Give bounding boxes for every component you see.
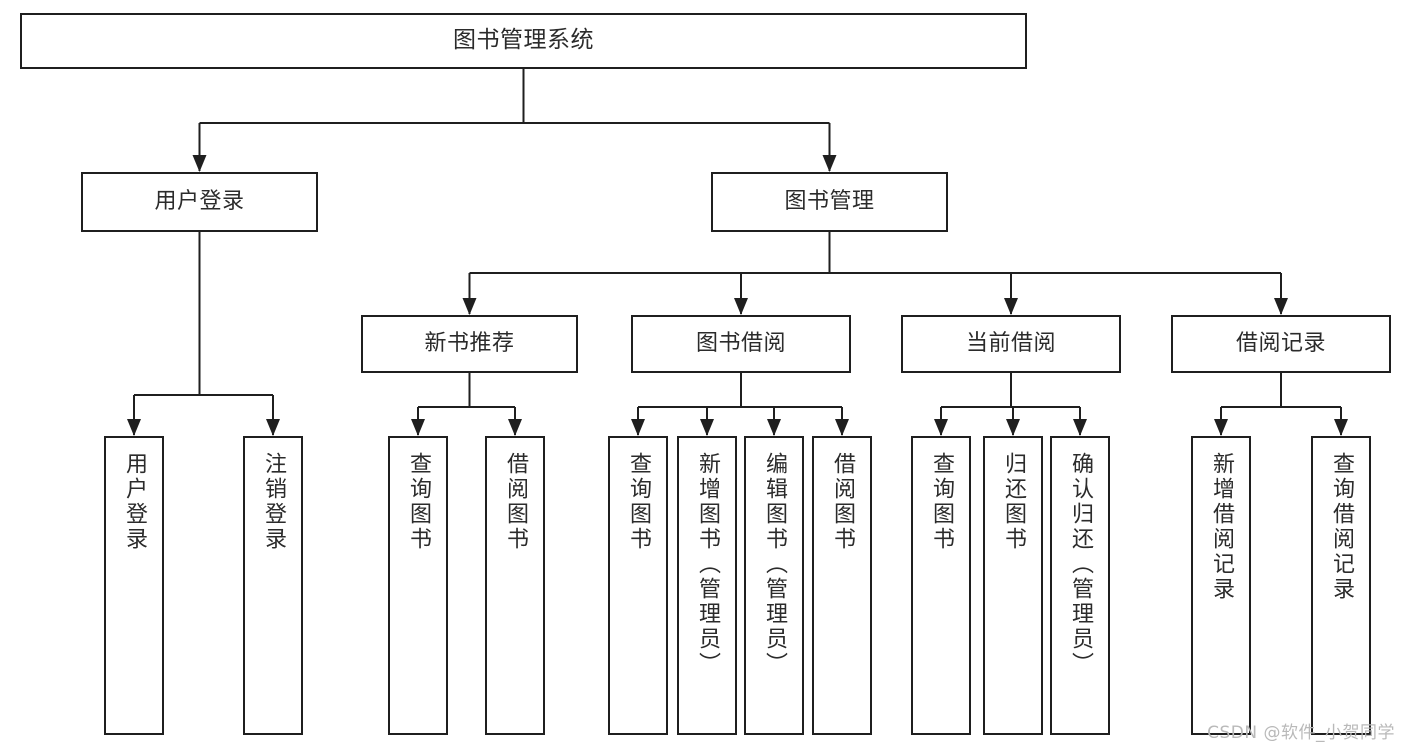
node-label: 图书管理系统	[453, 27, 594, 54]
node-book-manage[interactable]: 图书管理	[711, 172, 948, 232]
node-label: 当前借阅	[965, 331, 1056, 357]
node-new-book-rec[interactable]: 新书推荐	[361, 315, 578, 373]
node-label: 归还图书	[1001, 452, 1026, 552]
watermark-text: CSDN @软件_小贺同学	[1207, 723, 1395, 743]
node-leaf-nbr-borrow[interactable]: 借阅图书	[485, 436, 545, 735]
node-leaf-nbr-query[interactable]: 查询图书	[388, 436, 448, 735]
node-current-borrow[interactable]: 当前借阅	[901, 315, 1121, 373]
node-label: 查询图书	[929, 452, 954, 552]
node-leaf-user-logout[interactable]: 注销登录	[243, 436, 303, 735]
node-label: 新增借阅记录	[1209, 452, 1234, 602]
node-leaf-bb-edit[interactable]: 编辑图书（管理员）	[744, 436, 804, 735]
node-label: 查询图书	[626, 452, 651, 552]
node-label: 借阅图书	[830, 452, 855, 552]
node-label: 注销登录	[261, 452, 286, 552]
node-label: 借阅图书	[503, 452, 528, 552]
node-label: 用户登录	[122, 452, 147, 552]
node-label: 新增图书（管理员）	[695, 452, 720, 677]
node-label: 图书借阅	[695, 331, 786, 357]
node-leaf-br-add[interactable]: 新增借阅记录	[1191, 436, 1251, 735]
node-leaf-user-login[interactable]: 用户登录	[104, 436, 164, 735]
node-leaf-cb-return[interactable]: 归还图书	[983, 436, 1043, 735]
node-leaf-cb-confirm[interactable]: 确认归还（管理员）	[1050, 436, 1110, 735]
node-root[interactable]: 图书管理系统	[20, 13, 1027, 69]
node-user-login[interactable]: 用户登录	[81, 172, 318, 232]
node-leaf-bb-borrow[interactable]: 借阅图书	[812, 436, 872, 735]
node-label: 图书管理	[784, 189, 875, 215]
node-label: 查询借阅记录	[1329, 452, 1354, 602]
node-leaf-cb-query[interactable]: 查询图书	[911, 436, 971, 735]
node-label: 编辑图书（管理员）	[762, 452, 787, 677]
node-leaf-bb-add[interactable]: 新增图书（管理员）	[677, 436, 737, 735]
node-label: 确认归还（管理员）	[1068, 452, 1093, 677]
node-label: 查询图书	[406, 452, 431, 552]
node-book-borrow[interactable]: 图书借阅	[631, 315, 851, 373]
node-borrow-record[interactable]: 借阅记录	[1171, 315, 1391, 373]
node-leaf-br-query[interactable]: 查询借阅记录	[1311, 436, 1371, 735]
node-leaf-bb-query[interactable]: 查询图书	[608, 436, 668, 735]
node-label: 借阅记录	[1235, 331, 1326, 357]
node-label: 新书推荐	[424, 331, 515, 357]
node-label: 用户登录	[154, 189, 245, 215]
